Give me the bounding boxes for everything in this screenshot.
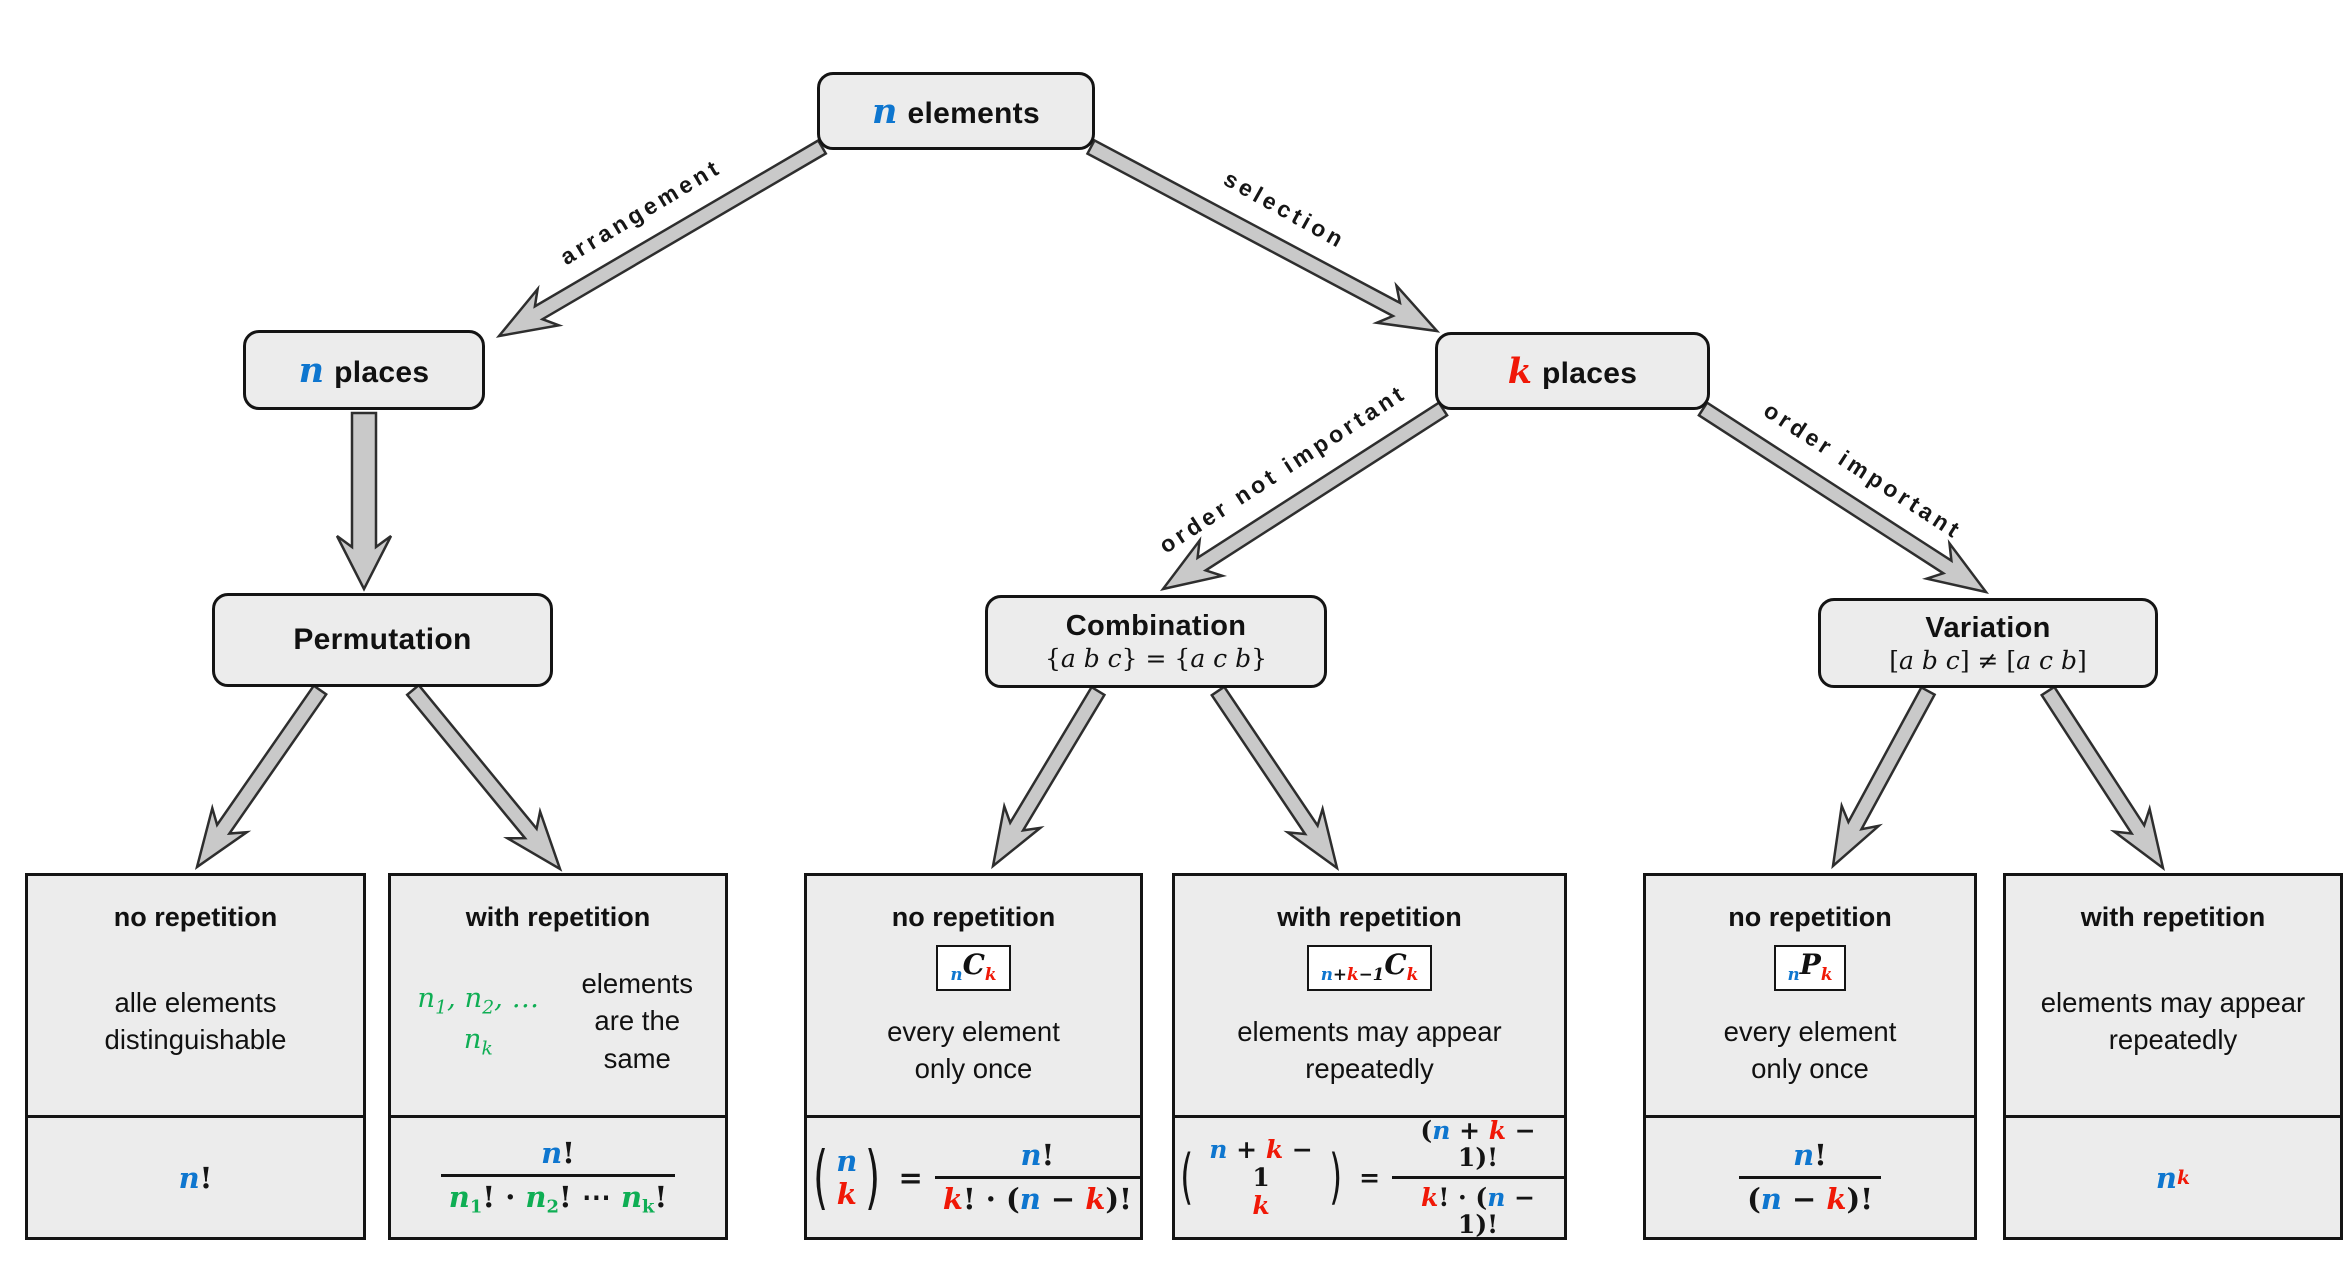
leaf-combination-with-repetition: with repetition n+k−1Ck elements may app… — [1172, 873, 1567, 1240]
node-permutation: Permutation — [212, 593, 553, 687]
node-n-elements-text: n elements — [872, 91, 1040, 132]
npr-badge: nPk — [1773, 945, 1847, 991]
node-subtitle: {a b c} = {a c b} — [1044, 644, 1268, 673]
node-title: Combination — [1065, 610, 1247, 642]
node-n-elements: n elements — [817, 72, 1095, 150]
leaf-formula: n! — [28, 1115, 363, 1237]
node-title: Permutation — [293, 623, 472, 656]
node-subtitle: [a b c] ≠ [a c b] — [1889, 645, 2087, 675]
node-variation: Variation [a b c] ≠ [a c b] — [1818, 598, 2158, 688]
leaf-content: with repetition n+k−1Ck elements may app… — [1175, 876, 1564, 1115]
leaf-formula: n!n1! · n2! ⋯ nk! — [391, 1115, 725, 1237]
arrow-k-places-to-combination — [1159, 400, 1449, 591]
leaf-title: with repetition — [465, 902, 651, 932]
node-k-places-text: k places — [1508, 351, 1637, 392]
arrow-n-places-to-permutation — [335, 411, 393, 592]
node-label: places — [334, 355, 430, 389]
node-title: Variation — [1925, 611, 2051, 644]
arrow-n-elements-to-n-places — [495, 138, 828, 338]
leaf-title: with repetition — [1277, 902, 1462, 932]
node-k-places: k places — [1435, 332, 1710, 410]
arrow-n-elements-to-k-places — [1085, 138, 1441, 333]
node-n-places: n places — [243, 330, 485, 410]
leaf-formula: n!(n − k)! — [1646, 1115, 1974, 1237]
ncr-badge: nCk — [936, 945, 1011, 991]
leaf-title: no repetition — [1728, 902, 1892, 932]
node-combination: Combination {a b c} = {a c b} — [985, 595, 1327, 688]
node-label: places — [1542, 356, 1638, 390]
node-n-places-text: n places — [299, 350, 430, 391]
math-n-symbol: n — [298, 349, 325, 391]
arrow-variation-to-with-repetition — [2039, 685, 2165, 872]
arrow-permutation-to-with-repetition — [405, 683, 563, 872]
arrow-variation-to-no-repetition — [1831, 685, 1937, 870]
leaf-title: with repetition — [2080, 902, 2266, 932]
arrow-combination-to-no-repetition — [991, 685, 1107, 870]
leaf-title: no repetition — [891, 902, 1056, 932]
arrow-permutation-to-no-repetition — [194, 683, 328, 870]
node-label: elements — [907, 96, 1040, 130]
arrow-combination-to-with-repetition — [1210, 685, 1340, 872]
ncr-with-repetition-badge: n+k−1Ck — [1306, 945, 1433, 991]
math-k-symbol: k — [1507, 350, 1533, 392]
leaf-title: no repetition — [113, 902, 278, 932]
arrow-k-places-to-variation — [1697, 400, 1990, 594]
math-n-symbol: n — [872, 90, 898, 132]
